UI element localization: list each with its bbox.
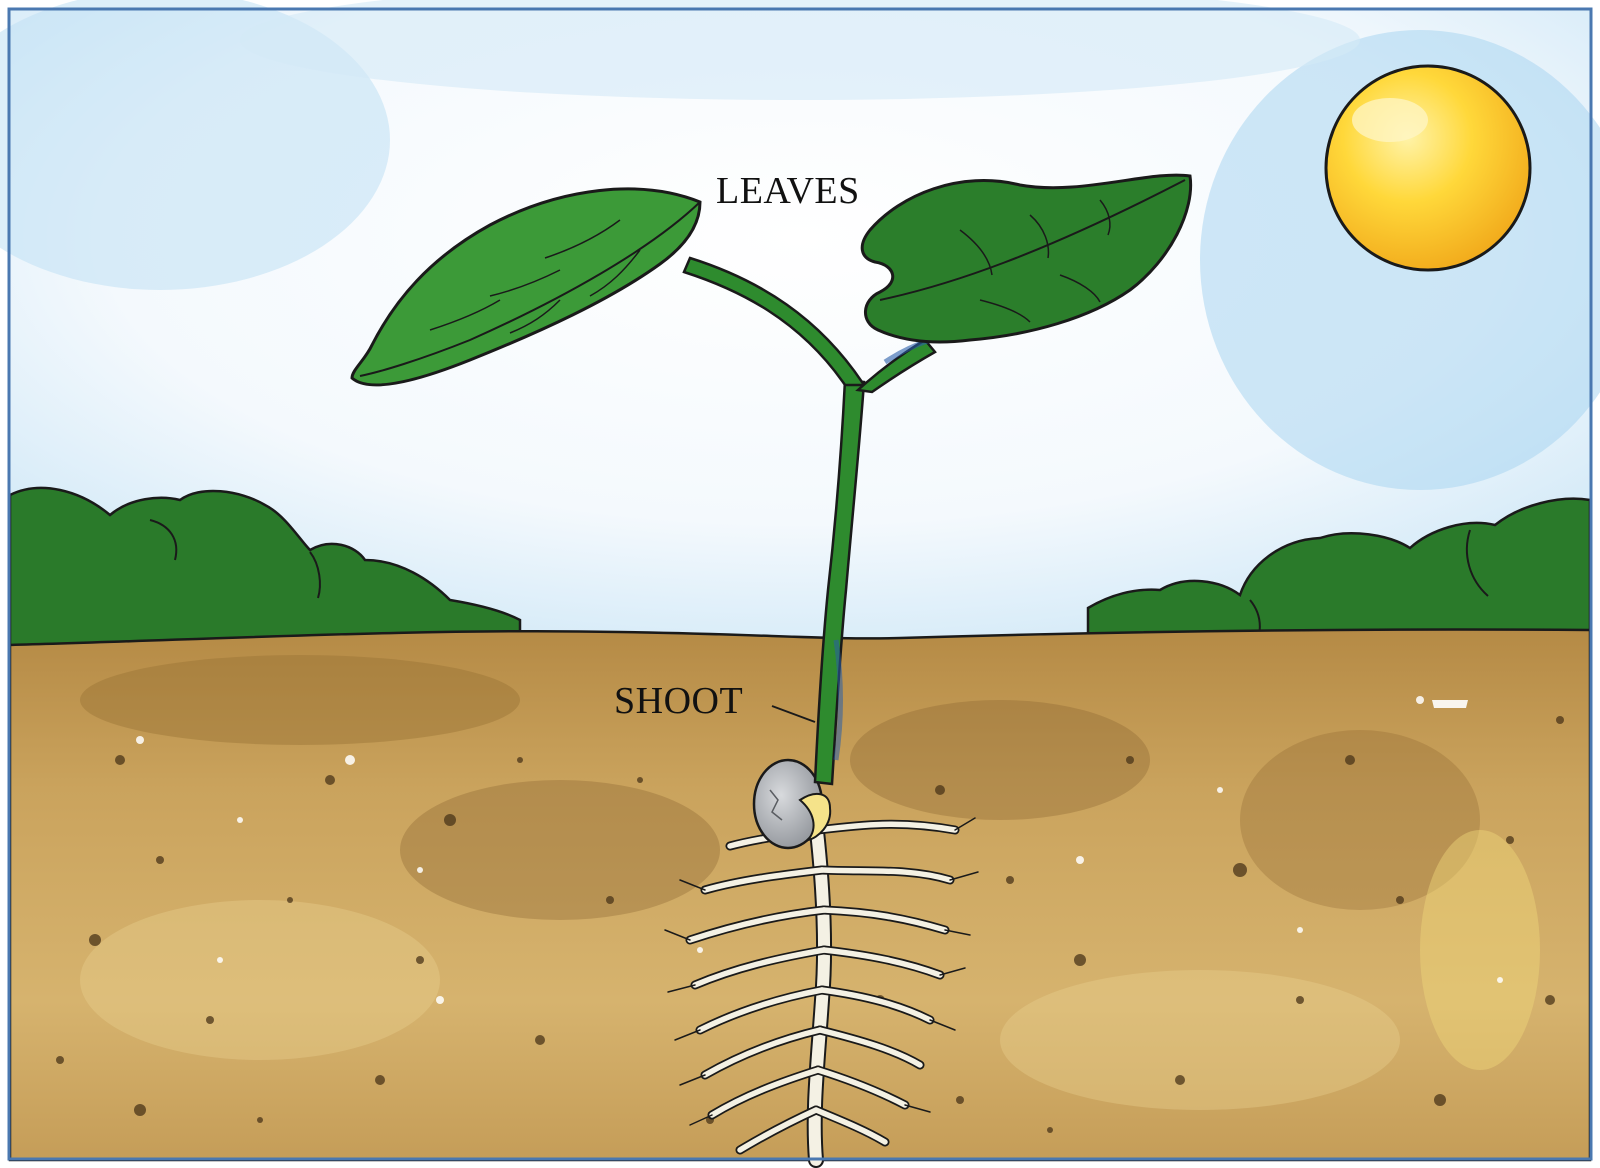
- label-leaves: LEAVES: [716, 172, 860, 210]
- label-shoot: SHOOT: [614, 682, 743, 720]
- sun-icon: [1326, 66, 1530, 270]
